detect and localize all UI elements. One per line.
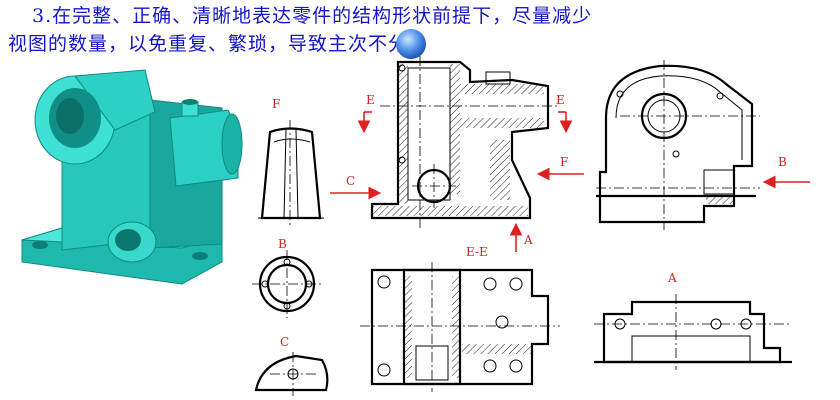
view-f: F (258, 97, 324, 226)
label-section-ee: E-E (466, 245, 488, 259)
view-a: A (594, 271, 792, 370)
view-b: B (252, 237, 322, 318)
3d-model (21, 69, 243, 285)
label-section-e-right: E (556, 93, 565, 107)
title-line-1: 3.在完整、正确、清晰地表达零件的结构形状前提下，尽量减少 (32, 5, 593, 27)
label-view-b: B (278, 237, 287, 251)
main-section-view: E E C F A (330, 56, 584, 252)
side-view: B (596, 60, 810, 230)
label-arrow-a: A (523, 233, 533, 247)
label-arrow-b: B (778, 155, 787, 169)
pointer-ball (396, 29, 426, 59)
label-arrow-c: C (346, 174, 355, 188)
label-arrow-f: F (560, 155, 568, 169)
label-view-c: C (280, 335, 289, 349)
label-view-f: F (272, 97, 280, 111)
slide-title: 3.在完整、正确、清晰地表达零件的结构形状前提下，尽量减少 视图的数量，以免重复… (8, 2, 838, 58)
section-ee-view: E-E (360, 245, 560, 392)
view-c: C (254, 335, 329, 396)
title-line-2: 视图的数量，以免重复、繁琐，导致主次不分。 (8, 33, 429, 55)
label-section-e-left: E (366, 93, 375, 107)
label-view-a: A (667, 271, 677, 285)
